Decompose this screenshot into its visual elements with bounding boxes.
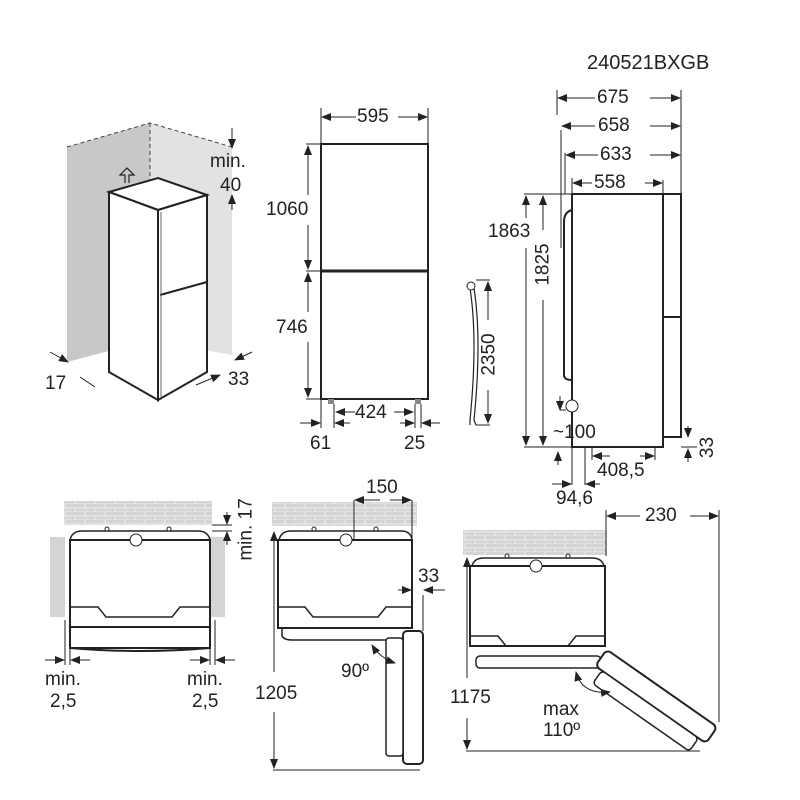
top1-left-gap-value: 2,5 xyxy=(50,691,77,712)
iso-right-gap: 33 xyxy=(228,369,250,390)
side-foot-depth: 408,5 xyxy=(597,460,645,481)
top3-angle-label: max xyxy=(543,699,579,720)
top2-side-gap: 33 xyxy=(418,566,440,587)
side-depth-body: 558 xyxy=(594,172,626,193)
front-width: 595 xyxy=(357,106,389,127)
power-cord xyxy=(466,279,492,426)
side-rear-offset: 94,6 xyxy=(556,488,593,509)
front-left-foot-offset: 61 xyxy=(310,433,332,454)
isometric-view xyxy=(49,122,253,402)
top1-right-gap-value: 2,5 xyxy=(192,691,219,712)
side-depth-total: 675 xyxy=(597,87,629,108)
iso-left-gap: 17 xyxy=(45,373,67,394)
top3-door-projection: 230 xyxy=(645,505,677,526)
top2-angle: 90º xyxy=(341,661,370,682)
top-view-90-degree xyxy=(270,496,445,771)
side-plug-height: ~100 xyxy=(553,422,596,443)
iso-top-clearance-label: min. xyxy=(210,151,246,172)
side-height-body: 1825 xyxy=(532,243,554,286)
top-view-clearance xyxy=(45,501,235,665)
top1-left-gap-label: min. xyxy=(45,669,81,690)
side-depth-658: 658 xyxy=(598,115,630,136)
cord-length: 2350 xyxy=(478,333,500,376)
iso-top-clearance-value: 40 xyxy=(220,175,242,196)
top-view-110-degree xyxy=(463,510,720,752)
front-upper-height: 1060 xyxy=(266,199,309,220)
front-right-foot-offset: 25 xyxy=(404,433,426,454)
front-lower-height: 746 xyxy=(276,317,308,338)
top2-total-depth: 1205 xyxy=(255,683,298,704)
top2-door-projection: 150 xyxy=(366,477,398,498)
side-depth-633: 633 xyxy=(600,144,632,165)
side-view xyxy=(522,90,697,488)
model-code: 240521BXGB xyxy=(587,52,710,74)
top3-total-depth: 1175 xyxy=(450,687,491,708)
side-base-gap: 33 xyxy=(697,436,719,459)
top3-angle: 110º xyxy=(543,720,581,741)
front-feet-span: 424 xyxy=(355,402,387,423)
top1-rear-gap: min. 17 xyxy=(235,498,257,561)
front-view xyxy=(300,108,440,428)
top1-right-gap-label: min. xyxy=(187,669,223,690)
side-height-total: 1863 xyxy=(488,221,531,242)
